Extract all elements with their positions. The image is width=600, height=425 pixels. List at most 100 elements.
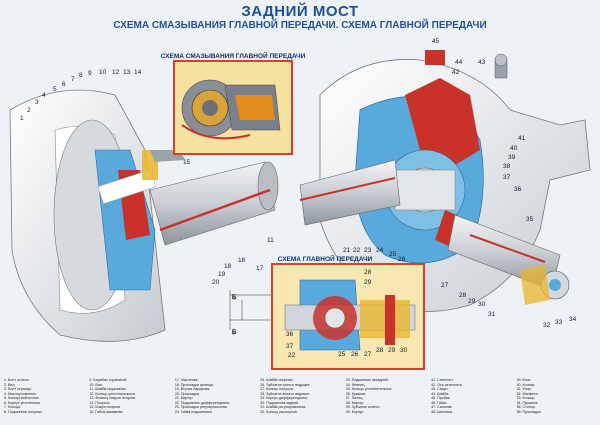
svg-text:Б: Б <box>232 329 236 336</box>
legend-column: 49. Болт.50. Колпак.51. Упор.52. Манжета… <box>517 378 598 424</box>
callout-30: 30 <box>478 301 486 308</box>
callout-36: 36 <box>514 186 522 193</box>
inset-callout-29: 29 <box>364 279 372 286</box>
callout-24: 24 <box>376 247 384 254</box>
callout-23: 23 <box>364 247 372 254</box>
legend-item: 13. Фланец кожуха полуоси. <box>89 396 137 400</box>
legend-item: 32. Кольцо распорное. <box>260 409 298 414</box>
inset-lubrication-label: СХЕМА СМАЗЫВАНИЯ ГЛАВНОЙ ПЕРЕДАЧИ <box>161 51 306 60</box>
callout-18: 18 <box>224 263 232 270</box>
inset-callout-36: 36 <box>286 331 294 338</box>
legend-column: 33. Подшипник передний.34. Фланец.35. Ко… <box>346 378 427 424</box>
inset-final-drive-scheme: СХЕМА ГЛАВНОЙ ПЕРЕДАЧИ <box>271 254 425 370</box>
legend-item: 49. Болт. <box>516 378 532 382</box>
callout-37: 37 <box>503 174 511 181</box>
legend-item: 48. Шпилька. <box>431 409 453 414</box>
legend-item: 6. Корпус уплотнения. <box>4 400 41 405</box>
callout-10: 10 <box>99 69 107 76</box>
legend-item: 18. Прокладка фланца. <box>174 382 214 387</box>
callout-16: 16 <box>238 257 246 264</box>
legend-item: 2. Вал. <box>4 382 16 387</box>
legend-item: 10. Вал. <box>89 382 103 387</box>
legend-item: 30. Подшипник задний. <box>260 400 300 405</box>
legend-item: 21. Картер. <box>174 396 194 400</box>
legend-item: 20. Прокладка. <box>174 391 200 396</box>
callout-42: 42 <box>452 69 460 76</box>
inset-callout-29b: 29 <box>388 347 396 354</box>
legend-item: 39. Зубчатое колесо. <box>345 405 381 409</box>
parts-legend: 1. Болт колеса.2. Вал.3. Болт ступицы.4.… <box>4 378 598 424</box>
svg-text:Б: Б <box>232 294 236 301</box>
wheel-hub-assembly <box>9 89 185 342</box>
inset-callout-30: 30 <box>400 347 408 354</box>
callout-11: 11 <box>267 237 274 244</box>
legend-item: 15. Кожух полуоси. <box>89 405 122 409</box>
legend-item: 23. Прокладка регулировочная. <box>174 405 228 409</box>
legend-item: 8. Подшипник полуоси. <box>4 409 43 414</box>
inset-lubrication-scheme: СХЕМА СМАЗЫВАНИЯ ГЛАВНОЙ ПЕРЕДАЧИ <box>161 51 306 155</box>
callout-32: 32 <box>543 322 551 329</box>
callout-1: 1 <box>20 115 24 122</box>
callout-41: 41 <box>518 135 526 142</box>
legend-item: 9. Барабан тормозной. <box>89 378 128 382</box>
rear-axle-diagram: Б Б СХЕМА <box>9 38 591 370</box>
legend-item: 1. Болт колеса. <box>4 378 30 382</box>
legend-item: 12. Кольцо уплотнительное. <box>89 391 137 396</box>
legend-item: 42. Ось сателлита. <box>431 382 463 387</box>
callout-2: 2 <box>27 107 31 114</box>
legend-item: 31. Шайба регулировочная. <box>260 405 307 409</box>
callout-39: 39 <box>508 154 516 161</box>
callout-38: 38 <box>503 163 511 170</box>
inset-callout-27: 27 <box>364 351 372 358</box>
legend-item: 43. Сапун. <box>431 387 449 391</box>
callout-21: 21 <box>343 247 351 254</box>
legend-item: 17. Масленка. <box>174 378 199 382</box>
callout-6: 6 <box>62 81 66 88</box>
legend-item: 52. Манжета. <box>516 391 539 396</box>
legend-item: 35. Кольцо уплотнительное. <box>345 387 393 391</box>
legend-item: 56. Прокладка. <box>516 409 542 414</box>
callout-26: 26 <box>398 256 406 263</box>
legend-item: 34. Фланец. <box>345 382 366 387</box>
legend-item: 26. Зубчатое колесо ведущее. <box>260 382 311 387</box>
inset-callout-22: 22 <box>288 352 296 359</box>
legend-item: 38. Картер. <box>345 400 365 405</box>
callout-28: 28 <box>459 292 467 299</box>
inset-callout-26: 26 <box>351 351 359 358</box>
legend-item: 28. Зубчатое колесо ведомое. <box>260 391 311 396</box>
legend-column: 1. Болт колеса.2. Вал.3. Болт ступицы.4.… <box>4 378 85 424</box>
legend-column: 25. Шайба опорная.26. Зубчатое колесо ве… <box>260 378 341 424</box>
legend-item: 25. Шайба опорная. <box>260 378 294 382</box>
legend-column: 9. Барабан тормозной.10. Вал.11. Шайба п… <box>89 378 170 424</box>
legend-item: 11. Шайба пружинная. <box>89 387 127 391</box>
callout-15: 15 <box>183 159 191 166</box>
callout-25: 25 <box>389 251 397 258</box>
inset-callout-37: 37 <box>286 343 294 350</box>
legend-item: 37. Палец. <box>345 396 364 400</box>
legend-column: 17. Масленка.18. Прокладка фланца.19. Вт… <box>175 378 256 424</box>
legend-item: 24. Гайка подшипника. <box>174 409 213 414</box>
legend-item: 50. Колпак. <box>516 382 536 387</box>
callout-27: 27 <box>441 282 449 289</box>
callout-33: 33 <box>555 319 563 326</box>
callout-20: 20 <box>212 279 220 286</box>
legend-item: 45. Пробка. <box>431 396 451 400</box>
legend-item: 14. Полуось. <box>89 400 111 405</box>
page-title: ЗАДНИЙ МОСТ <box>241 3 359 20</box>
legend-item: 51. Упор. <box>516 387 532 391</box>
legend-column: 41. Сателлит.42. Ось сателлита.43. Сапун… <box>431 378 512 424</box>
callout-22: 22 <box>353 247 361 254</box>
callout-34: 34 <box>569 316 577 323</box>
legend-item: 44. Шайба. <box>431 391 450 396</box>
callout-19: 19 <box>218 271 226 278</box>
callout-29: 29 <box>468 298 476 305</box>
callout-43: 43 <box>478 59 486 66</box>
inset-callout-25: 25 <box>338 351 346 358</box>
callout-45: 45 <box>432 38 440 45</box>
callout-7: 7 <box>71 76 75 83</box>
legend-item: 19. Втулка наружная. <box>174 387 211 391</box>
legend-item: 40. Корпус. <box>345 409 365 414</box>
legend-item: 4. Маслоуловитель. <box>4 391 38 396</box>
callout-12: 12 <box>112 69 120 76</box>
